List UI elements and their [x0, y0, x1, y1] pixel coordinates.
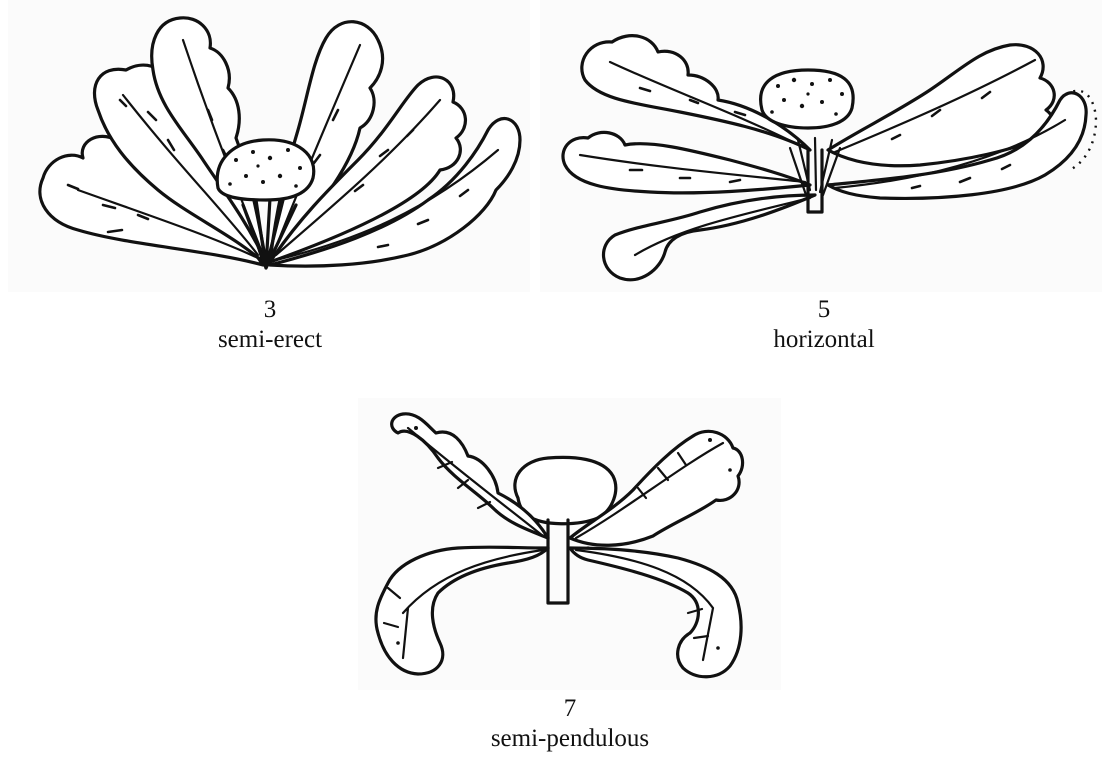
- figure-semi-erect: 3 semi-erect: [0, 0, 540, 350]
- drawing-semi-erect: [8, 0, 530, 292]
- plant-horizontal-drawing: [540, 0, 1102, 292]
- drawing-horizontal: [540, 0, 1102, 292]
- figure-number: 7: [420, 694, 720, 724]
- figure-number: 3: [170, 295, 370, 325]
- plant-semi-erect-drawing: [8, 0, 530, 292]
- drawing-semi-pendulous: [358, 398, 781, 690]
- figure-horizontal: 5 horizontal: [540, 0, 1107, 350]
- caption-semi-pendulous: 7 semi-pendulous: [420, 694, 720, 754]
- figure-semi-pendulous: 7 semi-pendulous: [358, 398, 783, 762]
- caption-semi-erect: 3 semi-erect: [170, 295, 370, 355]
- figure-label: semi-erect: [170, 325, 370, 355]
- figure-label: semi-pendulous: [420, 724, 720, 754]
- figure-number: 5: [724, 295, 924, 325]
- caption-horizontal: 5 horizontal: [724, 295, 924, 355]
- figure-label: horizontal: [724, 325, 924, 355]
- plant-semi-pendulous-drawing: [358, 398, 781, 690]
